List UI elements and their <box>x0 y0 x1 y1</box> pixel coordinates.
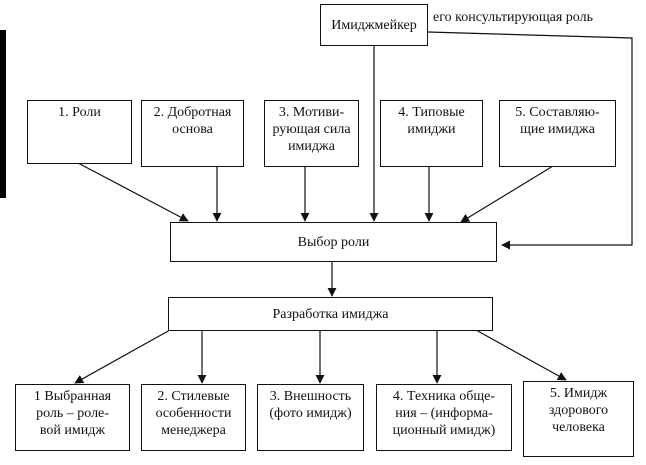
output-box-appearance: 3. Внешность (фото имидж) <box>257 384 364 451</box>
arrow-dev-to-output-1 <box>74 329 171 384</box>
input-basis-label: 2. Добротная основа <box>153 105 232 137</box>
role-choice-label: Выбор роли <box>297 234 370 250</box>
output-box-communication: 4. Техника обще- ния – (информа- ционный… <box>376 384 512 451</box>
output-style-label: 2. Стилевые особенности менеджера <box>155 389 232 438</box>
input-motivating-force-label: 3. Мотиви- рующая сила имиджа <box>272 105 351 154</box>
arrow-components-to-choice <box>460 165 554 223</box>
output-box-style: 2. Стилевые особенности менеджера <box>141 384 246 451</box>
imagemaker-role-label: его консультирующая роль <box>433 10 593 25</box>
output-appearance-label: 3. Внешность (фото имидж) <box>269 389 352 421</box>
arrow-dev-to-output-5 <box>475 329 567 381</box>
output-communication-label: 4. Техника обще- ния – (информа- ционный… <box>392 389 496 438</box>
input-box-image-components: 5. Составляю- щие имиджа <box>499 100 616 167</box>
input-box-motivating-force: 3. Мотиви- рующая сила имиджа <box>264 100 359 167</box>
input-box-typical-images: 4. Типовые имиджи <box>380 100 483 167</box>
output-role-image-label: 1 Выбранная роль – роле- вой имидж <box>33 389 112 438</box>
imagemaker-box-label: Имиджмейкер <box>331 17 417 33</box>
input-image-components-label: 5. Составляю- щие имиджа <box>515 105 600 137</box>
imagemaker-box: Имиджмейкер <box>320 4 428 46</box>
left-edge-bar <box>0 30 6 198</box>
output-box-role-image: 1 Выбранная роль – роле- вой имидж <box>15 384 130 451</box>
role-choice-box: Выбор роли <box>170 222 497 262</box>
output-box-healthy-person: 5. Имидж здорового человека <box>523 381 634 457</box>
input-box-basis: 2. Добротная основа <box>141 100 244 167</box>
input-typical-images-label: 4. Типовые имиджи <box>398 105 465 137</box>
arrow-imagemaker-side-route <box>427 31 633 250</box>
output-healthy-person-label: 5. Имидж здорового человека <box>548 386 609 435</box>
image-development-box: Разработка имиджа <box>168 297 493 331</box>
arrow-roles-to-choice <box>77 162 189 222</box>
input-roles-label: 1. Роли <box>58 105 101 120</box>
input-box-roles: 1. Роли <box>27 100 132 164</box>
image-development-label: Разработка имиджа <box>272 306 389 322</box>
